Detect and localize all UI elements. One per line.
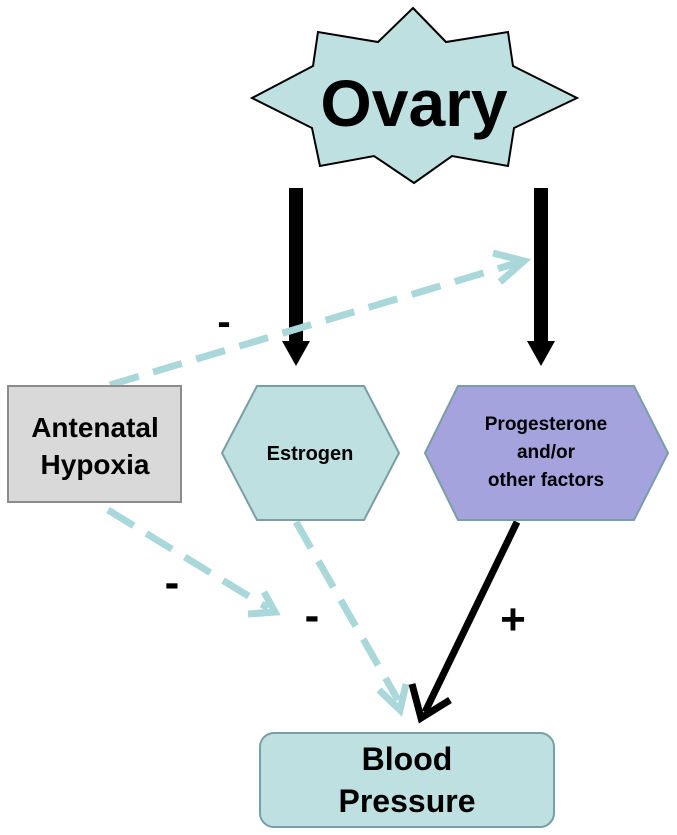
ovary-star-shape bbox=[249, 6, 580, 185]
sign-progesterone-to-bp: + bbox=[500, 595, 526, 644]
antenatal-hypoxia-node: Antenatal Hypoxia bbox=[7, 385, 182, 503]
hypoxia-label-line-1: Antenatal bbox=[31, 412, 159, 443]
progesterone-to-bp-arrow bbox=[408, 520, 521, 724]
sign-estrogen-to-bp: - bbox=[305, 591, 320, 640]
progesterone-hexagon-shape bbox=[423, 385, 670, 521]
progesterone-label-line-2: and/or bbox=[517, 442, 576, 463]
ovary-node: Ovary bbox=[249, 6, 580, 185]
sign-hypoxia-to-bp: - bbox=[165, 558, 180, 607]
estrogen-label: Estrogen bbox=[267, 443, 354, 465]
hypoxia-to-bp-dashed-arrow bbox=[106, 507, 281, 618]
ovary-to-estrogen-arrow bbox=[282, 188, 310, 366]
hypoxia-to-progesterone-dashed-arrow bbox=[108, 249, 532, 389]
estrogen-to-bp-dashed-arrow bbox=[292, 520, 410, 717]
sign-hypoxia-to-progesterone: - bbox=[217, 300, 230, 344]
bp-label-line-1: Blood bbox=[362, 741, 453, 777]
hypoxia-label-line-2: Hypoxia bbox=[41, 449, 150, 480]
ovary-label: Ovary bbox=[320, 66, 507, 140]
progesterone-node: Progesterone and/or other factors bbox=[423, 385, 670, 521]
blood-pressure-node: Blood Pressure bbox=[259, 732, 555, 828]
estrogen-node: Estrogen bbox=[220, 385, 401, 521]
ovary-to-progesterone-arrow bbox=[527, 188, 555, 366]
bp-label-line-2: Pressure bbox=[339, 783, 476, 819]
progesterone-label-line-1: Progesterone bbox=[485, 414, 607, 435]
estrogen-hexagon-shape bbox=[220, 385, 401, 521]
hypoxia-box-shape bbox=[7, 385, 182, 503]
progesterone-label-line-3: other factors bbox=[488, 470, 604, 491]
blood-pressure-box-shape bbox=[259, 732, 555, 828]
